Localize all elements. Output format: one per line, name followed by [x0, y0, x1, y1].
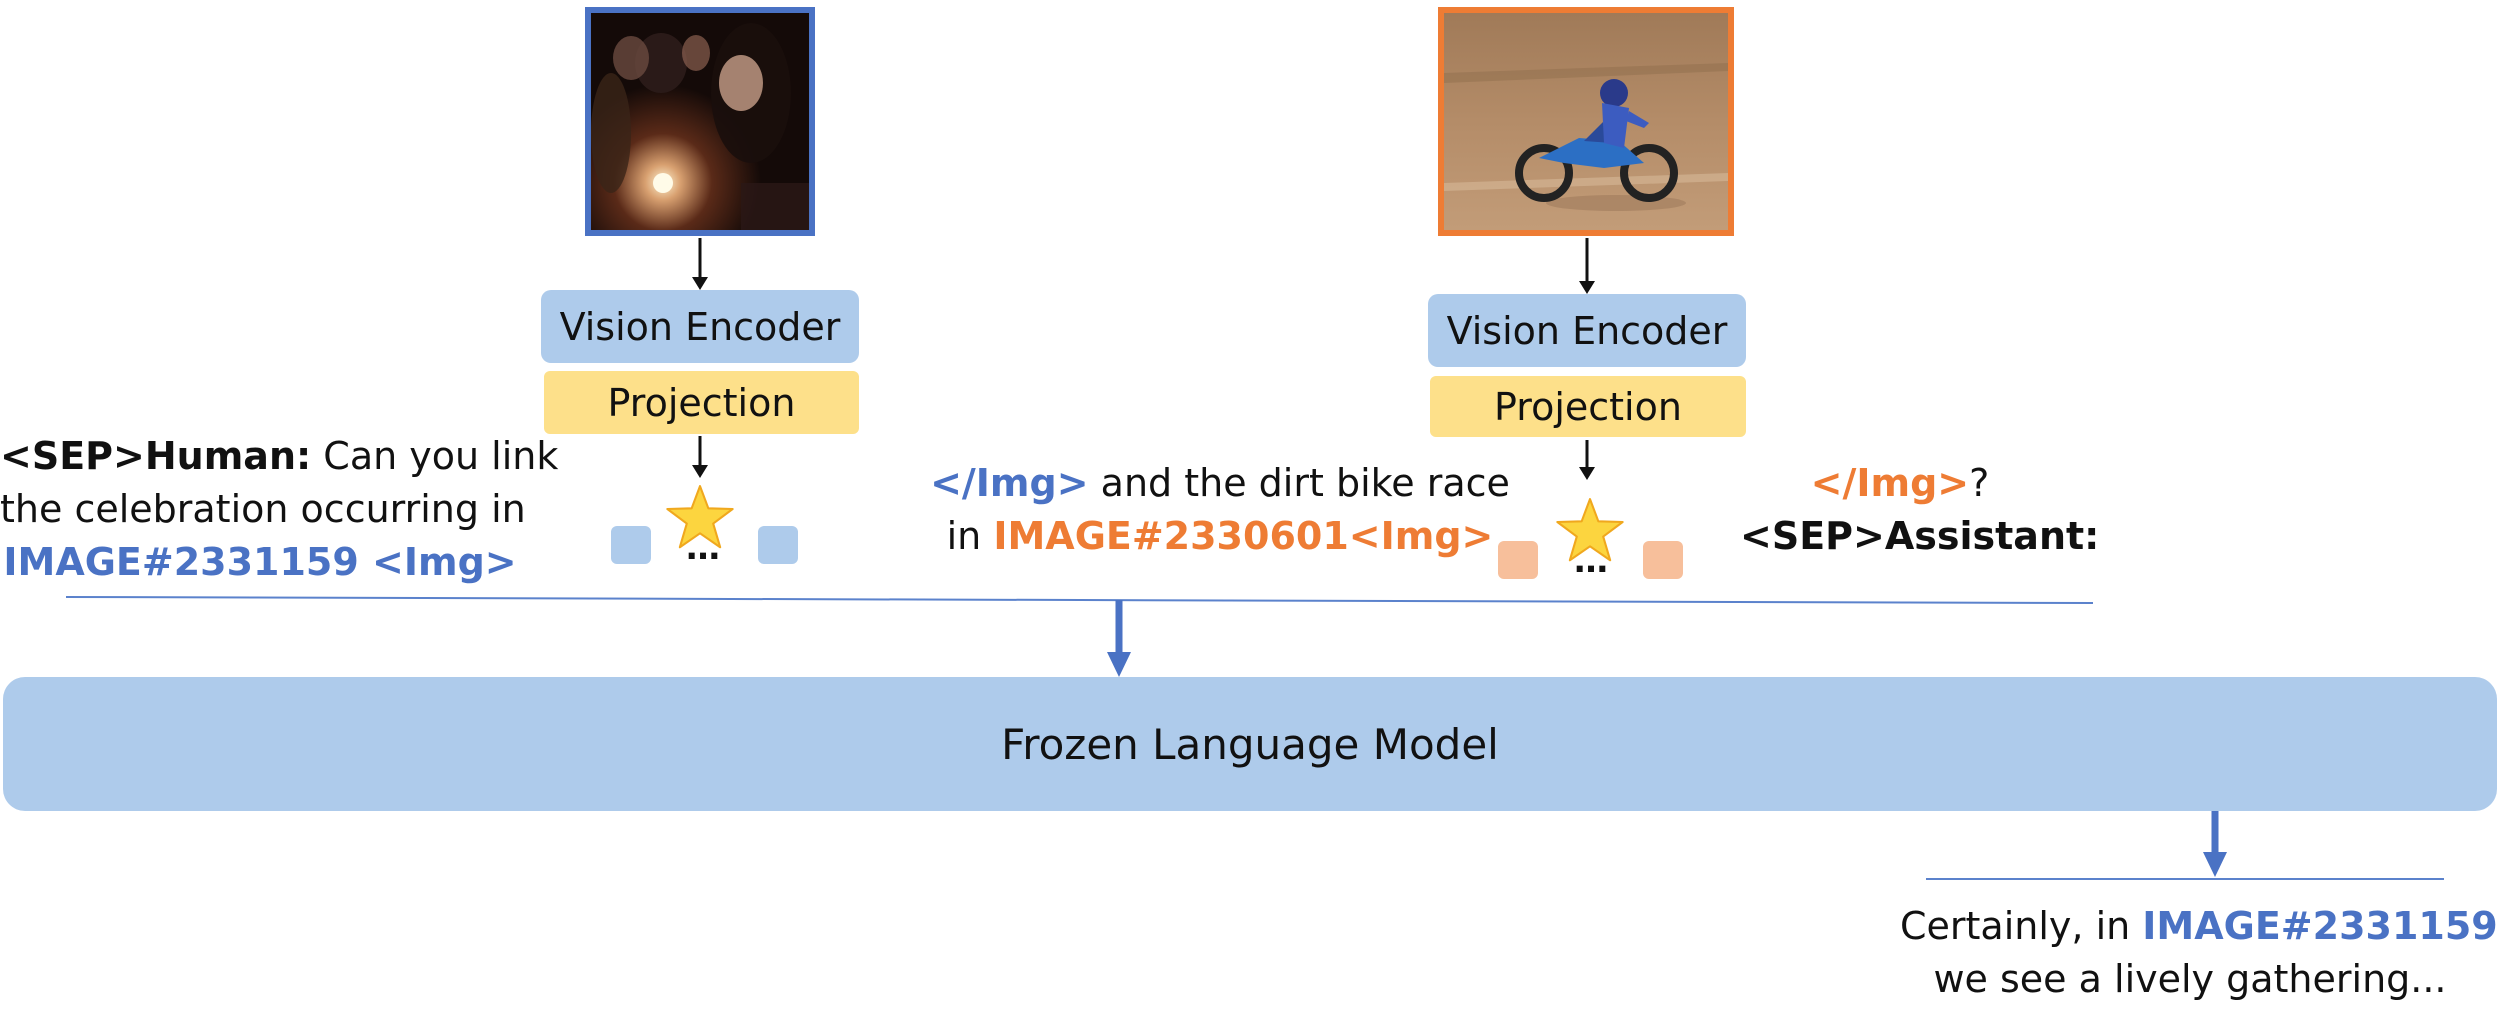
- right-question-mark: ?: [1969, 461, 1990, 505]
- middle-line1-text: and the dirt bike race: [1088, 461, 1510, 505]
- frozen-language-model: Frozen Language Model: [3, 677, 2497, 811]
- middle-image-ref: IMAGE#2330601<Img>: [993, 514, 1494, 558]
- vision-encoder-right: Vision Encoder: [1428, 294, 1746, 367]
- star-icon-right: [1556, 498, 1624, 562]
- assistant-sep-tag: <SEP>Assistant:: [1740, 514, 2100, 558]
- human-prompt: <SEP>Human: Can you link the celebration…: [0, 430, 558, 589]
- visual-token-right-1: [1498, 541, 1538, 579]
- human-line1-text: Can you link: [311, 434, 559, 478]
- visual-token-left-1: [611, 526, 651, 564]
- visual-token-right-2: [1643, 541, 1683, 579]
- output-line1-prefix: Certainly, in: [1900, 904, 2143, 948]
- assistant-prompt: </Img>? <SEP>Assistant:: [1740, 457, 2100, 563]
- right-close-tag: </Img>: [1810, 461, 1970, 505]
- output-image-ref: IMAGE#2331159: [2142, 904, 2498, 948]
- middle-line2-prefix: in: [946, 514, 994, 558]
- projection-left: Projection: [544, 371, 859, 434]
- star-icon-left: [666, 485, 734, 549]
- human-sep-tag: <SEP>Human:: [0, 434, 312, 478]
- celebration-photo: [585, 7, 815, 236]
- output-line2: we see a lively gathering...: [1933, 957, 2447, 1001]
- model-output: Certainly, in IMAGE#2331159, we see a li…: [1900, 900, 2500, 1006]
- output-line1-suffix: ,: [2498, 904, 2500, 948]
- middle-prompt: </Img> and the dirt bike race in IMAGE#2…: [860, 457, 1580, 563]
- human-line2-text: the celebration occurring in: [0, 487, 526, 531]
- vision-encoder-left: Vision Encoder: [541, 290, 859, 363]
- human-image-ref: IMAGE#2331159 <Img>: [3, 540, 517, 584]
- middle-close-tag: </Img>: [930, 461, 1089, 505]
- dirt-bike-photo: [1438, 7, 1734, 236]
- model-label: Frozen Language Model: [1001, 719, 1499, 769]
- projection-right: Projection: [1430, 376, 1746, 437]
- visual-token-left-2: [758, 526, 798, 564]
